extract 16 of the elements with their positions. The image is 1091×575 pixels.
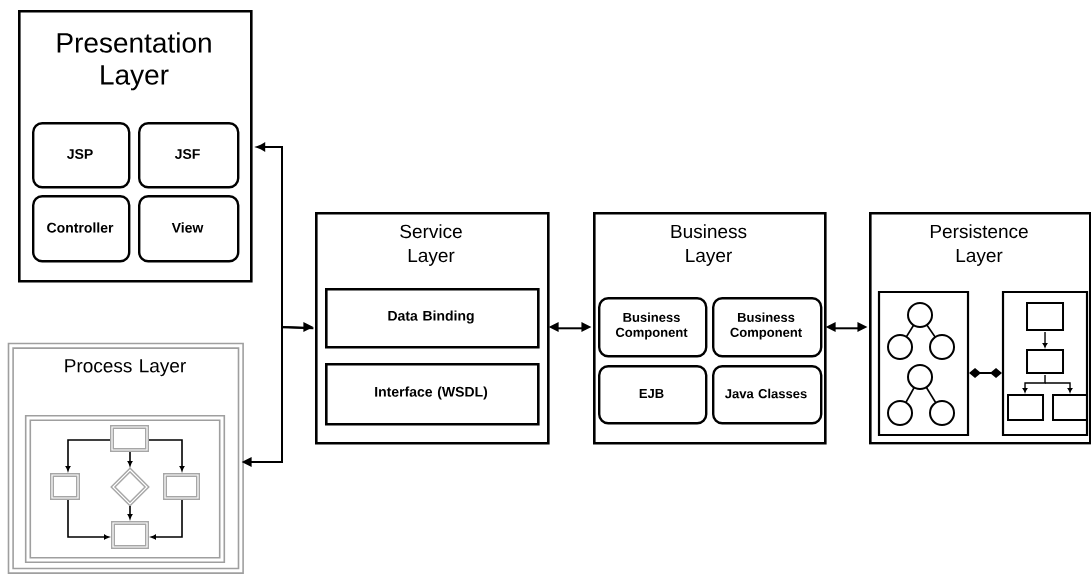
- component-box: Business Component: [712, 297, 823, 358]
- layer-box: Persistence Layer: [869, 212, 1091, 445]
- component-box: Java Classes: [712, 365, 823, 425]
- component-box: Controller: [32, 195, 131, 263]
- component-box: EJB: [598, 365, 708, 425]
- component-box: Data Binding: [325, 288, 540, 349]
- double-arrow: [256, 142, 315, 330]
- component-box: Business Component: [598, 297, 708, 358]
- double-arrow: [241, 322, 314, 467]
- double-arrow: [548, 322, 592, 332]
- component-box: Interface (WSDL): [325, 363, 540, 426]
- component-box: JSF: [138, 122, 240, 189]
- component-box: JSP: [32, 122, 131, 189]
- double-arrow: [825, 322, 868, 332]
- layer-box: Process Layer: [7, 342, 244, 574]
- component-box: View: [138, 195, 240, 263]
